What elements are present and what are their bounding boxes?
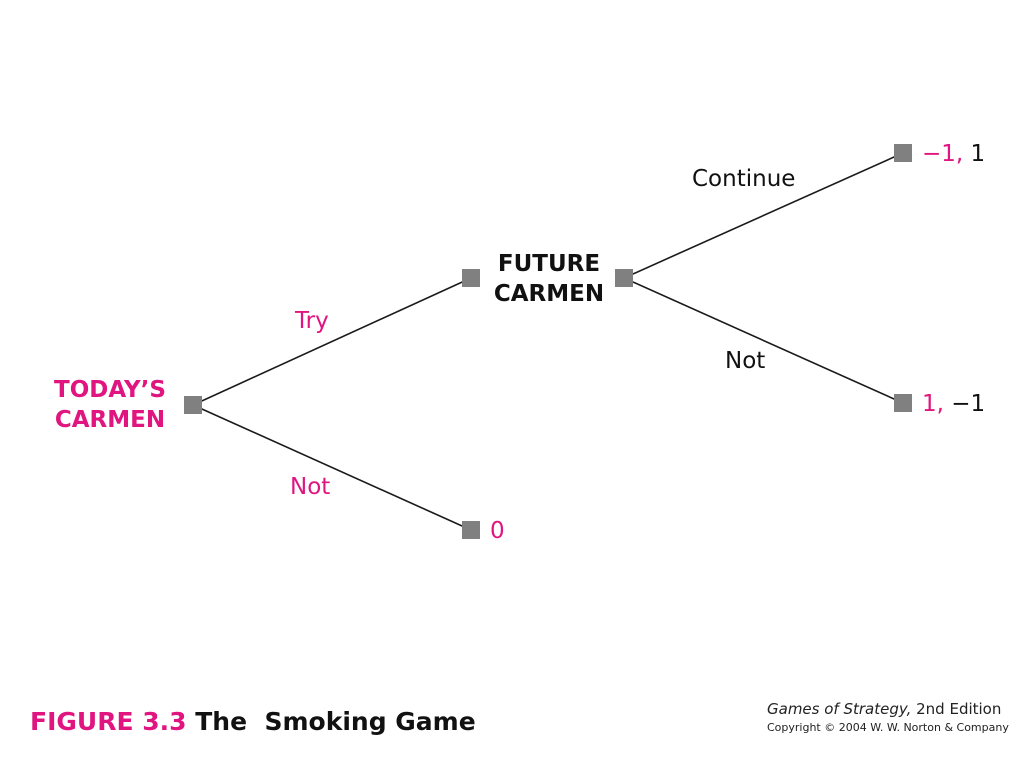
- figure-caption: FIGURE 3.3 The Smoking Game: [30, 707, 476, 736]
- branch-not-future: [623, 277, 904, 404]
- branch-continue: [623, 152, 904, 279]
- branch-label-try: Try: [295, 308, 329, 334]
- book-title: Games of Strategy,: [767, 700, 912, 718]
- player-future-carmen: FUTURE CARMEN: [487, 249, 611, 309]
- book-edition: 2nd Edition: [916, 700, 1002, 718]
- branch-label-not-future: Not: [725, 348, 766, 374]
- copyright-line: Copyright © 2004 W. W. Norton & Company: [767, 721, 1009, 734]
- book-credit: Games of Strategy, 2nd Edition Copyright…: [767, 698, 1009, 736]
- node-today-carmen: [184, 396, 202, 414]
- book-title-line: Games of Strategy, 2nd Edition: [767, 698, 1009, 720]
- terminal-node-continue: [894, 144, 912, 162]
- player-today-line1: TODAY’S: [54, 377, 166, 403]
- payoff-not-future-future: −1: [951, 391, 986, 417]
- payoff-not-today-value: 0: [490, 518, 505, 544]
- payoff-continue: −1, 1: [922, 141, 985, 167]
- branch-label-not-today: Not: [290, 474, 331, 500]
- player-today-carmen: TODAY’S CARMEN: [48, 375, 172, 435]
- terminal-node-not-today: [462, 521, 480, 539]
- player-today-line2: CARMEN: [54, 407, 166, 433]
- payoff-not-future: 1, −1: [922, 391, 985, 417]
- figure-number: FIGURE 3.3: [30, 707, 187, 736]
- payoff-continue-future: 1: [970, 141, 986, 167]
- payoff-not-today: 0: [490, 518, 505, 544]
- node-future-decision: [615, 269, 633, 287]
- figure-title: The Smoking Game: [195, 707, 476, 736]
- branch-label-continue: Continue: [692, 166, 796, 192]
- player-future-line2: CARMEN: [493, 281, 605, 307]
- payoff-continue-today: −1,: [922, 141, 964, 167]
- player-future-line1: FUTURE: [497, 251, 601, 277]
- branch-try: [192, 277, 472, 406]
- branch-not-today: [192, 404, 472, 531]
- terminal-node-not-future: [894, 394, 912, 412]
- node-future-carmen: [462, 269, 480, 287]
- payoff-not-future-today: 1,: [922, 391, 944, 417]
